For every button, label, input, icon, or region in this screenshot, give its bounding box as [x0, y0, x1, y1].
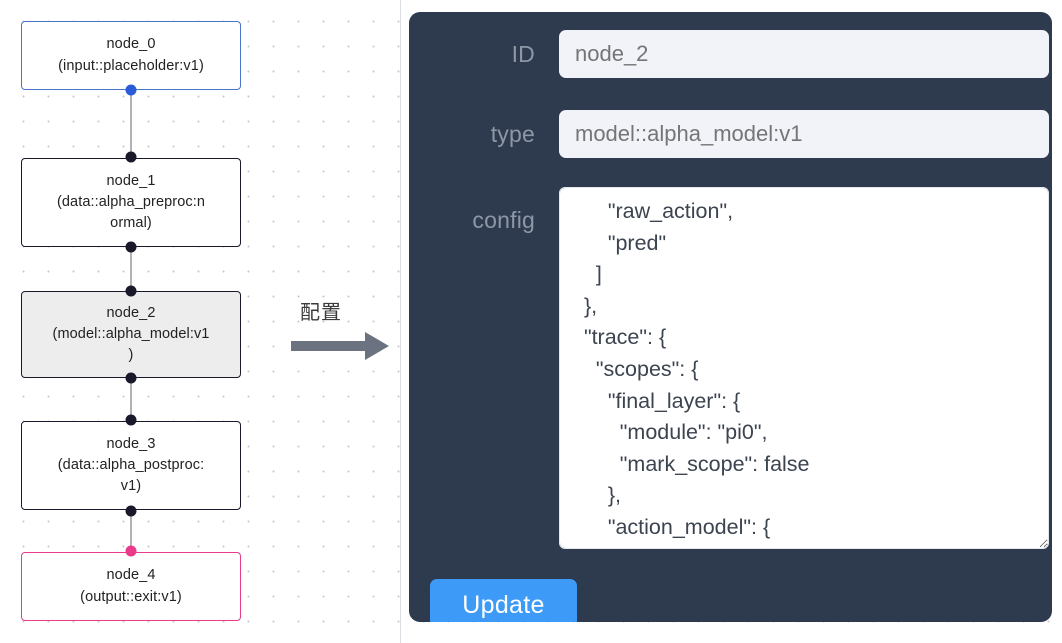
node_0-source-handle[interactable]: [125, 84, 137, 96]
graph-node-node_4[interactable]: node_4 (output::exit:v1): [21, 552, 241, 621]
field-row-type: type: [425, 110, 1049, 158]
canvas-divider: [400, 0, 401, 643]
type-field-label: type: [490, 120, 535, 147]
config-field-label: config: [472, 207, 535, 233]
node_3-source-handle[interactable]: [125, 505, 137, 517]
annotation-group: 配置: [291, 296, 401, 368]
update-button[interactable]: Update: [430, 579, 577, 622]
id-input[interactable]: [559, 30, 1049, 78]
field-row-config: config "raw_action", "pred" ] }, "trace"…: [425, 187, 1049, 549]
graph-node-label: node_1 (data::alpha_preproc:n ormal): [56, 172, 206, 231]
field-row-id: ID: [425, 30, 1049, 78]
edge-node1-node2: [130, 247, 132, 292]
graph-node-node_2[interactable]: node_2 (model::alpha_model:v1 ): [21, 291, 241, 378]
node_3-target-handle[interactable]: [125, 414, 137, 426]
node_2-target-handle[interactable]: [125, 285, 137, 297]
edge-node2-node3: [130, 377, 132, 419]
node_4-target-handle[interactable]: [125, 545, 137, 557]
graph-node-node_0[interactable]: node_0 (input::placeholder:v1): [21, 21, 241, 90]
graph-node-label: node_4 (output::exit:v1): [80, 567, 182, 605]
node_1-target-handle[interactable]: [125, 151, 137, 163]
edge-node0-node1: [130, 89, 132, 157]
annotation-label: 配置: [300, 300, 342, 324]
node_2-source-handle[interactable]: [125, 372, 137, 384]
graph-node-node_3[interactable]: node_3 (data::alpha_postproc: v1): [21, 421, 241, 510]
config-panel: ID type config "raw_action", "pred" ] },…: [409, 12, 1052, 622]
arrow-right-icon: [291, 332, 389, 360]
graph-node-label: node_3 (data::alpha_postproc: v1): [57, 435, 205, 494]
graph-node-label: node_0 (input::placeholder:v1): [58, 36, 204, 74]
type-input[interactable]: [559, 110, 1049, 158]
graph-node-node_1[interactable]: node_1 (data::alpha_preproc:n ormal): [21, 158, 241, 247]
config-textarea[interactable]: "raw_action", "pred" ] }, "trace": { "sc…: [559, 187, 1049, 549]
id-field-label: ID: [511, 40, 535, 67]
node_1-source-handle[interactable]: [125, 241, 137, 253]
graph-node-label: node_2 (model::alpha_model:v1 ): [52, 304, 210, 363]
edge-node3-node4: [130, 511, 132, 551]
